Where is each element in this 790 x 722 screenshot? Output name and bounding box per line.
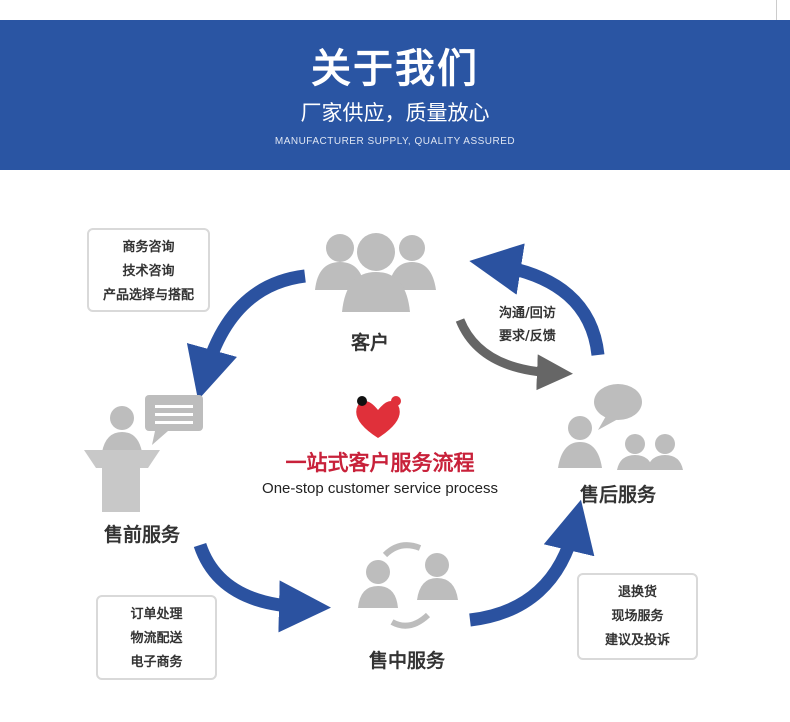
- list-item: 物流配送: [130, 631, 183, 646]
- arrow-presale-to-insale: [193, 542, 331, 633]
- feedback-request: 要求/反馈: [499, 329, 556, 344]
- heart-logo-icon: [356, 396, 401, 438]
- list-item: 电子商务: [130, 655, 183, 670]
- page-title: 关于我们: [311, 46, 479, 92]
- list-item: 产品选择与搭配: [102, 288, 194, 303]
- arrow-insale-to-aftersale: [469, 499, 595, 627]
- page-subtitle-en: MANUFACTURER SUPPLY, QUALITY ASSURED: [274, 136, 516, 147]
- list-item: 商务咨询: [122, 240, 175, 255]
- aftersale-people-icon: [558, 384, 683, 470]
- stage-aftersale: 售后服务: [580, 484, 657, 506]
- insale-cycle-icon: [358, 542, 458, 629]
- list-item: 退换货: [617, 585, 657, 600]
- page-subtitle: 厂家供应，质量放心: [300, 101, 490, 125]
- list-item: 建议及投诉: [604, 633, 670, 648]
- presale-speaker-icon: [84, 395, 203, 512]
- arrow-aftersale-to-customer: [469, 243, 605, 356]
- aftersale-box: 退换货 现场服务 建议及投诉: [577, 573, 698, 660]
- insale-box: 订单处理 物流配送 电子商务: [96, 595, 217, 680]
- customer-people-icon: [315, 233, 436, 312]
- center-subtitle: One-stop customer service process: [262, 480, 498, 497]
- stage-insale: 售中服务: [369, 650, 446, 672]
- list-item: 技术咨询: [122, 264, 175, 279]
- stage-customer: 客户: [351, 332, 390, 354]
- list-item: 订单处理: [130, 607, 183, 622]
- arrow-feedback: [455, 318, 573, 391]
- arrow-customer-to-presale: [186, 269, 306, 401]
- feedback-communicate: 沟通/回访: [499, 306, 556, 321]
- divider: [776, 0, 777, 20]
- presale-box: 商务咨询 技术咨询 产品选择与搭配: [87, 228, 210, 312]
- list-item: 现场服务: [611, 609, 664, 624]
- header-banner: [0, 20, 790, 170]
- center-title: 一站式客户服务流程: [285, 451, 475, 475]
- stage-presale: 售前服务: [104, 524, 181, 546]
